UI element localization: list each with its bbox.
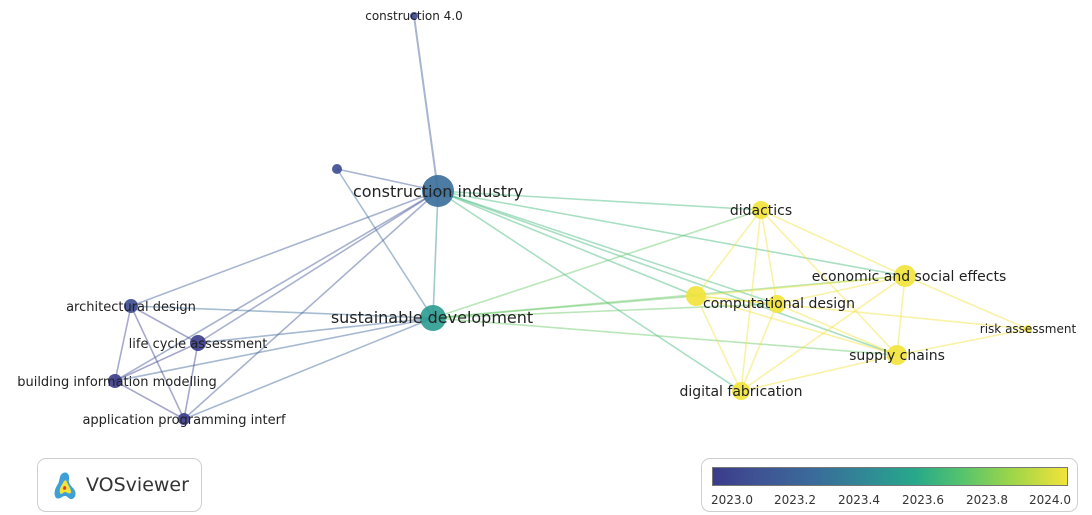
network-link [114,342,199,382]
network-link [437,190,898,356]
network-link [197,317,434,344]
network-link [760,209,898,356]
node-construction-industry[interactable] [422,175,454,207]
network-link [130,305,434,319]
network-link [740,209,762,392]
node-digital-fabrication[interactable] [732,382,750,400]
node-application-programming-interf[interactable] [178,413,190,425]
node-construction-4-0[interactable] [410,12,418,20]
network-link [695,295,742,392]
network-link [130,190,439,307]
legend-tick-label: 2024.0 [1029,493,1071,507]
node-building-information-modelling[interactable] [108,374,122,388]
legend-tick-label: 2023.2 [774,493,816,507]
network-link [776,303,898,356]
node-computational-design[interactable] [686,286,706,306]
node-sustainable-development[interactable] [420,305,446,331]
color-legend: 2023.0 2023.2 2023.4 2023.6 2023.8 2024.… [701,458,1078,512]
network-link [695,295,778,305]
network-link [130,305,199,344]
network-link [437,190,697,297]
network-link [776,275,906,305]
vosviewer-logo-text: VOSviewer [86,474,189,496]
network-link [130,305,185,420]
network-link [197,190,439,344]
network-link [437,190,762,211]
network-link [437,190,906,277]
network-link [432,190,439,319]
node-computational-design-2[interactable] [768,295,786,313]
network-link [432,317,898,356]
legend-tick-label: 2023.0 [711,493,753,507]
network-link [336,168,434,319]
network-link [437,190,778,305]
network-link [437,190,742,392]
legend-tick-label: 2023.8 [966,493,1008,507]
node-label-risk-assessment[interactable]: risk assessment [980,322,1077,336]
node-label-computational-design[interactable]: computational design [703,296,855,312]
network-link [695,295,1029,330]
node-label-didactics[interactable]: didactics [730,203,792,219]
network-link [114,190,439,382]
network-link [432,209,762,319]
node-didactics[interactable] [752,201,770,219]
network-link [695,209,762,297]
node-label-life-cycle-assessment[interactable]: life cycle assessment [129,337,268,352]
node-unlabeled-node[interactable] [332,164,342,174]
node-label-digital-fabrication[interactable]: digital fabrication [679,384,802,400]
label-layer: construction 4.0 construction industry sus… [17,9,1076,428]
node-life-cycle-assessment[interactable] [190,335,206,351]
network-link [114,305,132,382]
network-link [413,15,439,192]
network-link [760,209,778,305]
network-link [896,275,906,356]
network-link [432,303,778,319]
network-link [183,317,434,420]
node-label-building-information-modelling[interactable]: building information modelling [17,375,217,390]
node-supply-chains[interactable] [887,345,907,365]
node-label-application-programming-interf[interactable]: application programming interf [82,413,286,428]
network-link [740,303,778,392]
node-architectural-design[interactable] [124,299,138,313]
vosviewer-logo-icon [54,472,76,500]
node-layer [108,12,1032,425]
network-link [114,380,185,420]
legend-color-bar [712,467,1068,486]
network-link [740,275,906,392]
network-link [896,328,1029,356]
node-economic-and-social-effects[interactable] [894,265,916,287]
network-link [183,342,199,420]
node-label-construction-industry[interactable]: construction industry [353,182,523,201]
node-label-supply-chains[interactable]: supply chains [849,348,945,364]
network-link [695,275,906,297]
legend-tick-label: 2023.6 [902,493,944,507]
network-link [432,275,906,319]
node-label-architectural-design[interactable]: architectural design [66,300,196,315]
node-risk-assessment[interactable] [1024,325,1032,333]
link-layer [114,15,1029,420]
network-link [760,209,906,277]
network-link [336,168,439,192]
legend-tick-label: 2023.4 [838,493,880,507]
node-label-economic-and-social-effects[interactable]: economic and social effects [812,269,1007,285]
vosviewer-logo-box[interactable]: VOSviewer [37,458,202,512]
network-link [432,295,697,319]
network-link [740,354,898,392]
node-label-sustainable-development[interactable]: sustainable development [331,308,533,327]
network-link [695,295,898,356]
network-link [904,275,1029,330]
network-link [114,317,434,382]
node-label-construction-4-0[interactable]: construction 4.0 [365,9,463,23]
network-link [183,190,439,420]
